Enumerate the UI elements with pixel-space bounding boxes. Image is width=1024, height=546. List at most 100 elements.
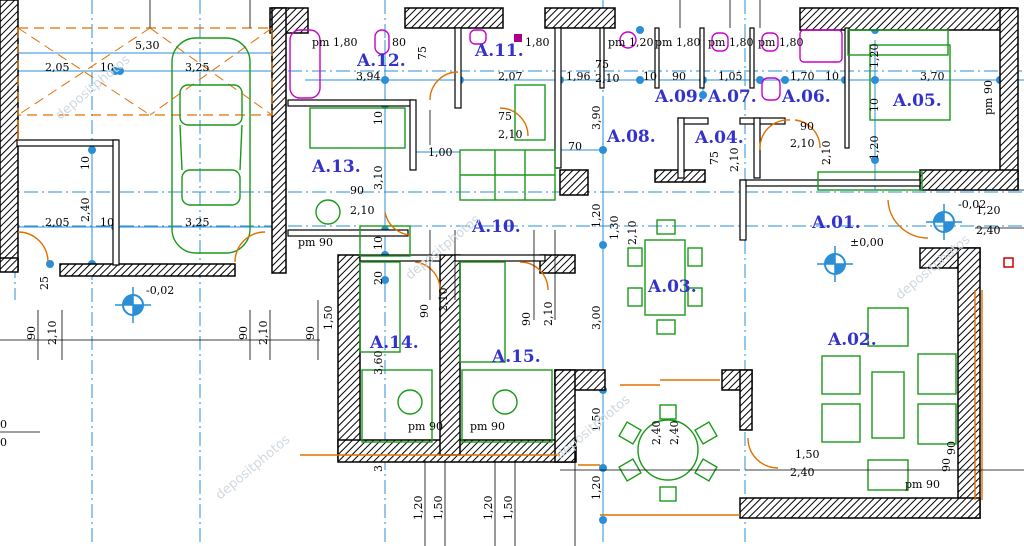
dim-10d: 10 xyxy=(825,70,839,83)
dim-garage-total: 5,30 xyxy=(135,39,160,52)
dim-a10-120: 1,20 xyxy=(590,204,603,229)
dim-left-210b: 2,10 xyxy=(257,321,270,346)
dim-a14-210: 2,10 xyxy=(437,288,450,313)
dim-bottom-120a: 1,20 xyxy=(412,496,425,521)
dim-left-90b: 90 xyxy=(237,326,250,340)
dim-garage-h10: 10 xyxy=(79,156,92,170)
level-marker-garage xyxy=(115,287,151,323)
dim-a07-width: 1,05 xyxy=(718,70,743,83)
level-text-garage: -0,02 xyxy=(146,284,174,297)
room-label-a02: A.02. xyxy=(827,330,877,350)
dim-a14-360: 3,60 xyxy=(372,351,385,376)
dim-a04-75: 75 xyxy=(708,151,721,165)
level-texts: -0,02 -0,02 ±0,00 xyxy=(146,198,986,297)
dim-a08-h: 3,90 xyxy=(590,106,603,131)
room-labels: A.01. A.02. A.03. A.04. A.05. A.06. A.07… xyxy=(311,41,942,367)
level-text-entry: -0,02 xyxy=(958,198,986,211)
room-label-a08: A.08. xyxy=(606,127,656,147)
room-label-a15: A.15. xyxy=(491,347,541,367)
dim-a13-90: 90 xyxy=(350,184,364,197)
dim-a03-300: 3,00 xyxy=(590,306,603,331)
dim-garage-right: 3,25 xyxy=(185,61,210,74)
dim-90c: 90 xyxy=(672,70,686,83)
dim-70: 70 xyxy=(568,140,582,153)
room-label-a07: A.07. xyxy=(707,87,757,107)
room-label-a03: A.03. xyxy=(647,277,697,297)
dim-garage-left: 2,05 xyxy=(45,61,70,74)
parapet-a07: pm 1,80 xyxy=(708,36,753,49)
parapet-a05: pm 90 xyxy=(982,80,995,115)
room-label-a13: A.13. xyxy=(311,157,361,177)
partitions xyxy=(16,27,921,266)
room-label-a05: A.05. xyxy=(892,91,942,111)
dim-a13-10: 10 xyxy=(372,111,385,125)
parapet-a12b: 80 xyxy=(392,36,406,49)
room-label-a11: A.11. xyxy=(474,41,524,61)
furniture xyxy=(309,29,957,502)
dim-bottom-150a: 1,50 xyxy=(432,496,445,521)
dim-a11-75: 75 xyxy=(498,110,512,123)
dim-a04-210: 2,10 xyxy=(728,148,741,173)
dim-left-150: 1,50 xyxy=(322,306,335,331)
dim-75b: 75 xyxy=(595,58,609,71)
room-label-a10: A.10. xyxy=(471,217,521,237)
dim-a06-210b: 2,10 xyxy=(820,141,833,166)
parapet-a06: pm 1,80 xyxy=(758,36,803,49)
parapet-a12: pm 1,80 xyxy=(312,36,357,49)
dim-left-90c: 90 xyxy=(304,326,317,340)
level-text-living: ±0,00 xyxy=(850,236,884,249)
dim-a14-10: 10 xyxy=(372,236,385,250)
dim-a13-310: 3,10 xyxy=(372,166,385,191)
dim-bottom-120b: 1,20 xyxy=(482,496,495,521)
dim-a11-width: 2,07 xyxy=(498,70,523,83)
parapet-a09b: pm 1,80 xyxy=(655,36,700,49)
dimension-numbers: 5,30 2,05 10 3,25 2,05 10 3,25 3,94 2,07… xyxy=(0,39,1001,479)
parapet-a11: 1,80 xyxy=(525,36,550,49)
parapet-a13: pm 90 xyxy=(298,236,333,249)
parapet-a09: pm 1,20 xyxy=(608,36,653,49)
dim-garage-right2: 3,25 xyxy=(185,216,210,229)
parapet-a02: pm 90 xyxy=(905,478,940,491)
bathroom-fixtures xyxy=(289,29,843,101)
dim-a05-h10: 10 xyxy=(868,98,881,112)
dim-a03-240a: 2,40 xyxy=(650,421,663,446)
dim-edge-0a: 0 xyxy=(0,418,7,431)
garage-canopy xyxy=(17,27,273,116)
dim-a02-150: 1,50 xyxy=(795,448,820,461)
dim-a05-h: 1,20 xyxy=(868,44,881,69)
dim-bottom-150b: 1,50 xyxy=(502,496,515,521)
column-marker xyxy=(1003,257,1014,268)
level-marker-entry xyxy=(926,204,962,240)
parapet-a15: pm 90 xyxy=(470,420,505,433)
dim-a03-150: 1,50 xyxy=(590,408,603,433)
dim-a11-210: 2,10 xyxy=(498,128,523,141)
dim-a05-width: 3,70 xyxy=(920,70,945,83)
dim-garage-h: 2,40 xyxy=(79,198,92,223)
dim-a12-width: 3,94 xyxy=(356,70,381,83)
dim-a14-3: 3 xyxy=(372,465,385,472)
dim-garage-mid2: 10 xyxy=(100,216,114,229)
walls xyxy=(0,0,1019,519)
dim-a05-120: 1,20 xyxy=(868,136,881,161)
dim-a10-130: 1,30 xyxy=(608,216,621,241)
room-label-a14: A.14. xyxy=(369,333,419,353)
dim-a06-210: 2,10 xyxy=(790,137,815,150)
dim-a12-75: 75 xyxy=(416,46,429,60)
dim-right-90a: 90 xyxy=(940,458,953,472)
dim-a14-90: 90 xyxy=(418,304,431,318)
dim-e240: 2,40 xyxy=(976,224,1001,237)
room-label-a12: A.12. xyxy=(356,51,406,71)
dim-a15-210: 2,10 xyxy=(542,302,555,327)
doors xyxy=(17,71,983,516)
room-label-a04: A.04. xyxy=(694,128,744,148)
dim-garage-left2: 2,05 xyxy=(45,216,70,229)
dim-edge-0b: 0 xyxy=(0,436,7,449)
dim-left-210: 2,10 xyxy=(46,321,59,346)
dim-a06-90: 90 xyxy=(800,120,814,133)
room-label-a09: A.09. xyxy=(654,87,704,107)
dim-left-90: 90 xyxy=(25,326,38,340)
room-label-a06: A.06. xyxy=(781,87,831,107)
dim-100: 1,00 xyxy=(428,146,453,159)
